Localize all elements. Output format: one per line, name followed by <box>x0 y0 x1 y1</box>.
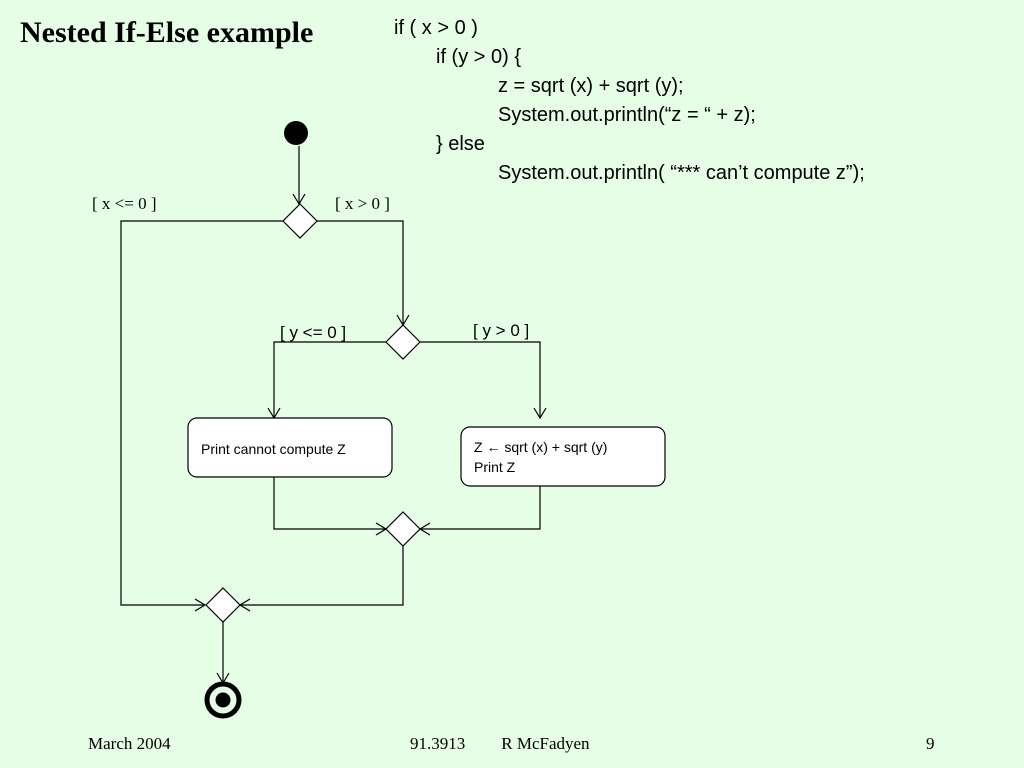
footer-author: R McFadyen <box>501 734 590 753</box>
footer-page-number: 9 <box>926 734 935 753</box>
code-line: System.out.println( “*** can’t compute z… <box>498 162 865 184</box>
code-line: } else <box>436 133 485 155</box>
footer-date: March 2004 <box>88 734 171 753</box>
flow-edge <box>273 477 388 536</box>
flow-edge <box>420 341 547 420</box>
final-node-ring <box>204 681 242 719</box>
action-compute-z <box>460 426 666 487</box>
decision-node-x <box>282 203 318 239</box>
merge-node-outer <box>205 587 241 623</box>
guard-y-le-0: [ y <= 0 ] <box>280 323 346 342</box>
code-line: System.out.println(“z = “ + z); <box>498 104 756 126</box>
flow-edge <box>238 546 404 612</box>
flow-edge <box>317 220 410 327</box>
action-compute-z-line2: Print Z <box>474 459 516 475</box>
code-line: z = sqrt (x) + sqrt (y); <box>498 75 684 97</box>
final-node-dot <box>215 692 231 708</box>
code-line: if (y > 0) { <box>436 46 522 68</box>
flow-edge <box>418 486 541 536</box>
code-block: if ( x > 0 ) if (y > 0) { z = sqrt (x) +… <box>394 14 865 188</box>
flow-edge <box>120 220 283 612</box>
action-print-cannot-label: Print cannot compute Z <box>201 441 346 457</box>
footer-center: 91.3913 R McFadyen <box>410 734 590 754</box>
merge-node-inner <box>385 511 421 547</box>
flow-edge <box>267 341 386 420</box>
action-compute-z-line1: Z ← sqrt (x) + sqrt (y) <box>474 439 607 455</box>
slide-title: Nested If-Else example <box>20 16 314 49</box>
guard-y-gt-0: [ y > 0 ] <box>473 321 529 340</box>
code-line: if ( x > 0 ) <box>394 17 478 39</box>
decision-node-y <box>385 324 421 360</box>
action-print-cannot <box>187 417 393 478</box>
guard-x-le-0: [ x <= 0 ] <box>92 194 157 213</box>
initial-node <box>284 121 308 145</box>
footer-course: 91.3913 <box>410 734 466 753</box>
guard-x-gt-0: [ x > 0 ] <box>335 194 390 213</box>
